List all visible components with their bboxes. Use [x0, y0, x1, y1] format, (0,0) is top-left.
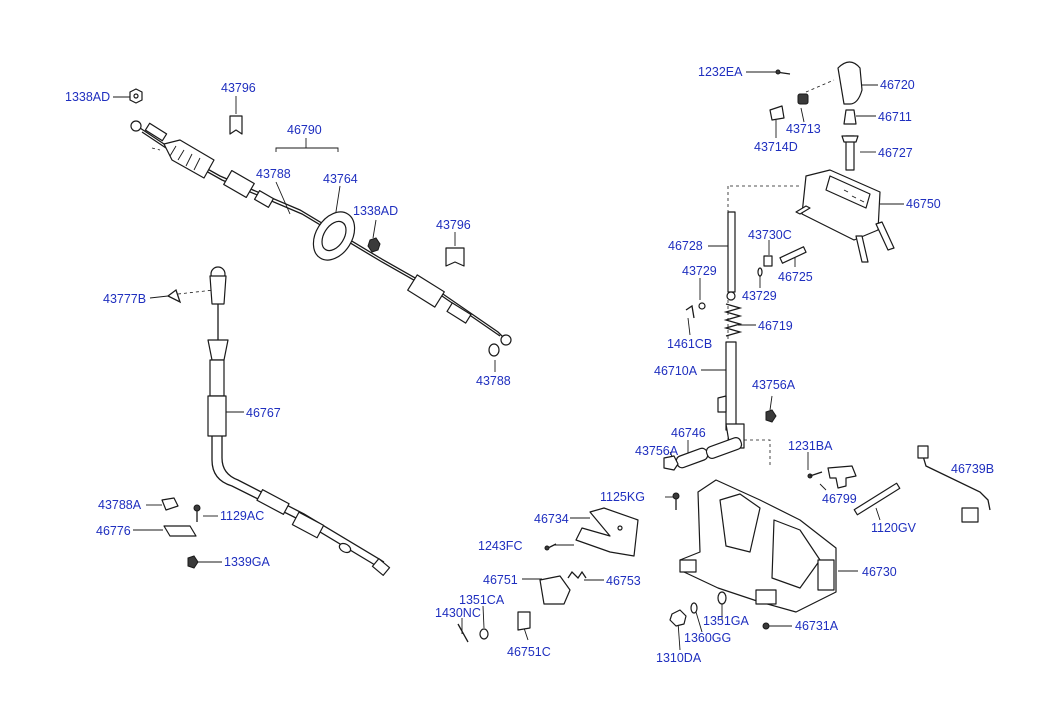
- part-label-43713[interactable]: 43713: [786, 122, 821, 136]
- part-label-46790[interactable]: 46790: [287, 123, 322, 137]
- part-label-43764[interactable]: 43764: [323, 172, 358, 186]
- part-label-1351ca[interactable]: 1351CA: [459, 593, 505, 607]
- part-label-46750[interactable]: 46750: [906, 197, 941, 211]
- part-label-46730[interactable]: 46730: [862, 565, 897, 579]
- part-label-43729[interactable]: 43729: [682, 264, 717, 278]
- part-label-1338ad[interactable]: 1338AD: [65, 90, 111, 104]
- part-label-43796-2[interactable]: 43796: [436, 218, 471, 232]
- part-label-46751c[interactable]: 46751C: [507, 645, 551, 659]
- part-label-1351ga[interactable]: 1351GA: [703, 614, 749, 628]
- part-label-46767[interactable]: 46767: [246, 406, 281, 420]
- part-label-43788-2[interactable]: 43788: [476, 374, 511, 388]
- part-label-43788a[interactable]: 43788A: [98, 498, 142, 512]
- shift-lever-parts: [663, 61, 895, 471]
- part-label-43714d[interactable]: 43714D: [754, 140, 798, 154]
- part-label-46739b[interactable]: 46739B: [951, 462, 995, 476]
- part-label-43777b[interactable]: 43777B: [103, 292, 147, 306]
- part-label-1430nc[interactable]: 1430NC: [435, 606, 481, 620]
- part-label-43796[interactable]: 43796: [221, 81, 256, 95]
- part-label-1461cb[interactable]: 1461CB: [667, 337, 713, 351]
- part-label-1120gv[interactable]: 1120GV: [871, 521, 916, 535]
- part-label-43729-2[interactable]: 43729: [742, 289, 777, 303]
- part-label-46751[interactable]: 46751: [483, 573, 518, 587]
- part-label-46720[interactable]: 46720: [880, 78, 915, 92]
- base-assembly: [457, 445, 991, 643]
- part-label-46728[interactable]: 46728: [668, 239, 703, 253]
- part-label-46711[interactable]: 46711: [878, 110, 912, 124]
- part-label-46727[interactable]: 46727: [878, 146, 913, 160]
- part-label-46799[interactable]: 46799: [822, 492, 857, 506]
- part-label-43756a[interactable]: 43756A: [752, 378, 796, 392]
- part-label-1338ad-2[interactable]: 1338AD: [353, 204, 399, 218]
- part-label-46725[interactable]: 46725: [778, 270, 813, 284]
- part-label-46731a[interactable]: 46731A: [795, 619, 839, 633]
- part-label-46746[interactable]: 46746: [671, 426, 706, 440]
- part-label-1232ea[interactable]: 1232EA: [698, 65, 743, 79]
- part-label-46776[interactable]: 46776: [96, 524, 131, 538]
- part-label-1231ba[interactable]: 1231BA: [788, 439, 833, 453]
- part-label-1339ga[interactable]: 1339GA: [224, 555, 270, 569]
- select-cable-lower: [161, 266, 391, 576]
- shift-cable-upper: [129, 88, 512, 357]
- part-label-1129ac[interactable]: 1129AC: [220, 509, 265, 523]
- part-label-1310da[interactable]: 1310DA: [656, 651, 702, 665]
- part-label-43756a-2[interactable]: 43756A: [635, 444, 679, 458]
- part-label-43730c[interactable]: 43730C: [748, 228, 792, 242]
- part-label-46710a[interactable]: 46710A: [654, 364, 698, 378]
- part-label-43788[interactable]: 43788: [256, 167, 291, 181]
- leader-lines: [113, 71, 904, 651]
- part-label-1360gg[interactable]: 1360GG: [684, 631, 732, 645]
- part-label-46719[interactable]: 46719: [758, 319, 793, 333]
- part-label-46734[interactable]: 46734: [534, 512, 569, 526]
- part-label-46753[interactable]: 46753: [606, 574, 641, 588]
- part-label-1125kg[interactable]: 1125KG: [600, 490, 645, 504]
- part-label-1243fc[interactable]: 1243FC: [478, 539, 523, 553]
